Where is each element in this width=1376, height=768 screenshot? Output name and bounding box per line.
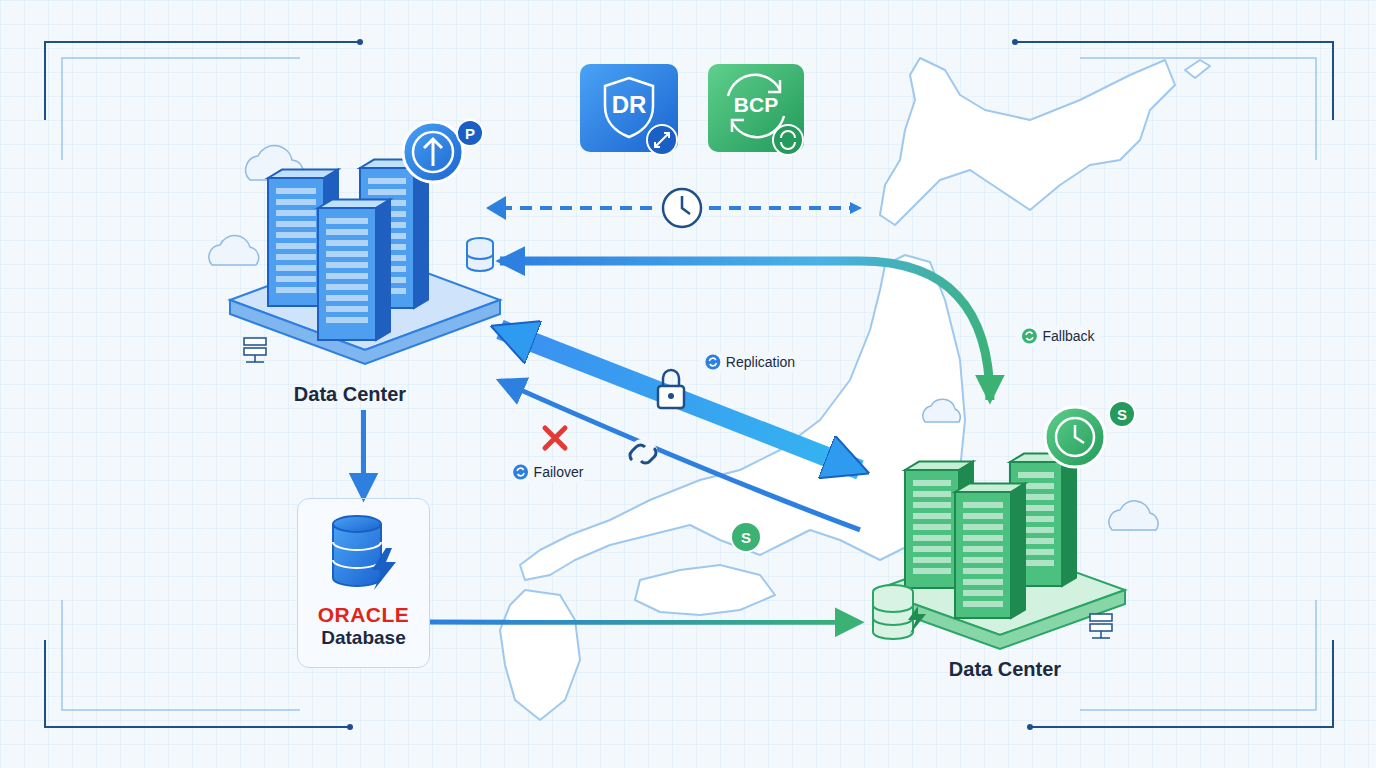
edge-label-text: Replication bbox=[726, 354, 795, 370]
edge-label: Fallback bbox=[1015, 326, 1100, 346]
connector-arrow bbox=[500, 261, 990, 400]
bcp-icon: BCP bbox=[708, 64, 804, 152]
badge-letter: P bbox=[465, 125, 475, 142]
badge-letter: S bbox=[1117, 406, 1127, 423]
data-center: Data Center bbox=[860, 400, 1150, 685]
edge-label-text: Failover bbox=[534, 464, 584, 480]
dr-icon: DR bbox=[580, 64, 678, 152]
edge-label-text: Fallback bbox=[1042, 328, 1094, 344]
database-box: ORACLEDatabase bbox=[297, 498, 430, 668]
node-text: DR bbox=[612, 91, 647, 119]
edge-label: Failover bbox=[507, 462, 590, 482]
node-text: Data Center bbox=[949, 658, 1061, 681]
connector-arrow bbox=[430, 620, 860, 625]
label-icon bbox=[1021, 328, 1037, 344]
badge-letter: S bbox=[741, 529, 751, 546]
edge-label: Replication bbox=[699, 352, 801, 372]
node-text: ORACLE bbox=[318, 603, 410, 626]
connector-arrow bbox=[500, 329, 860, 469]
node-text: Database bbox=[321, 626, 406, 651]
connector-arrow bbox=[500, 381, 860, 530]
frame bbox=[45, 42, 1333, 727]
label-icon bbox=[705, 354, 721, 370]
node-text: BCP bbox=[734, 93, 778, 117]
connector-arrow bbox=[361, 410, 366, 498]
data-center: Data Center bbox=[200, 118, 500, 410]
label-icon bbox=[513, 464, 529, 480]
node-text: Data Center bbox=[294, 383, 406, 406]
